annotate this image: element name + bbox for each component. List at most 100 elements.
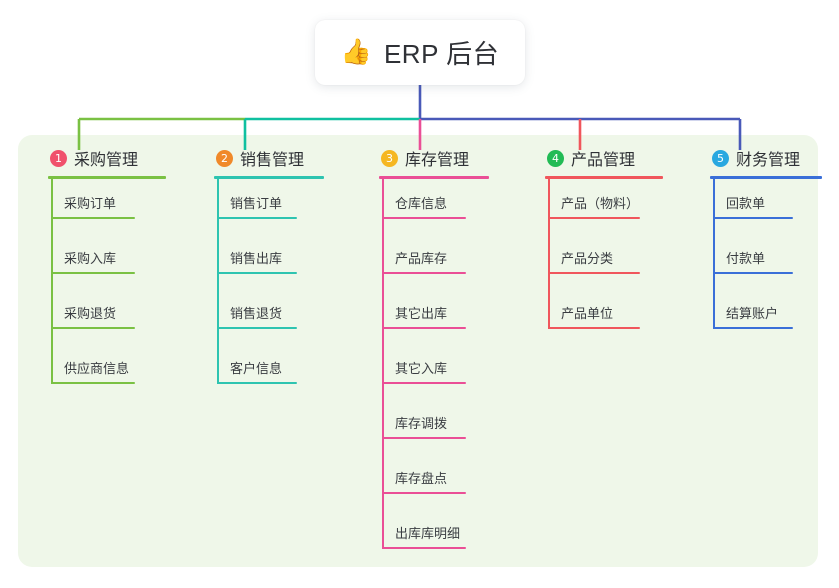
branch-item-underline [51,382,135,384]
branch-item[interactable]: 产品（物料） [527,179,675,234]
branch-item[interactable]: 销售出库 [196,234,341,289]
branch-underline [214,176,324,179]
branch-item-underline [713,217,793,219]
branch-items: 仓库信息产品库存其它出库其它入库库存调拨库存盘点出库库明细 [361,179,506,564]
branch-item-underline [382,272,466,274]
branch-header-4[interactable]: 4 产品管理 [527,146,675,170]
branch-item[interactable]: 采购订单 [30,179,180,234]
branch-item[interactable]: 产品单位 [527,289,675,344]
branch-item[interactable]: 仓库信息 [361,179,506,234]
branch-item-label: 产品分类 [561,251,614,266]
branch-item-underline [713,272,793,274]
branch-number-badge: 3 [381,149,398,167]
branch-number-badge: 1 [50,149,67,167]
branch-item-label: 库存盘点 [395,471,448,486]
branch-item-underline [713,327,793,329]
branch-item-label: 仓库信息 [395,196,448,211]
branch-item-underline [548,272,640,274]
branch-item-label: 库存调拨 [395,416,448,431]
branch-spine [217,179,219,384]
branch-item-label: 供应商信息 [64,361,130,376]
branch-item-label: 结算账户 [726,306,779,321]
branch-item[interactable]: 采购入库 [30,234,180,289]
branch-item-label: 付款单 [726,251,766,266]
branch-spine [382,179,384,549]
branch-item-label: 出库库明细 [395,526,461,541]
thumbs-up-emoji: 👍 [340,38,372,66]
branches-panel [18,135,818,567]
branch-number-badge: 5 [712,149,729,167]
branch-item[interactable]: 库存调拨 [361,399,506,454]
branch-items: 销售订单销售出库销售退货客户信息 [196,179,341,399]
branch-item[interactable]: 其它入库 [361,344,506,399]
branch-item[interactable]: 客户信息 [196,344,341,399]
branch-spine [51,179,53,384]
branch-underline [48,176,166,179]
branch-items: 产品（物料） 产品分类产品单位 [527,179,675,344]
branch-item-label: 销售订单 [230,196,283,211]
branch-item-label: 产品单位 [561,306,614,321]
branch-item[interactable]: 结算账户 [692,289,835,344]
branch-item[interactable]: 销售退货 [196,289,341,344]
branch-column-2: 2 销售管理销售订单销售出库销售退货客户信息 [196,146,341,399]
branch-item-underline [51,327,135,329]
branch-item-label: 销售退货 [230,306,283,321]
branch-item-label: 销售出库 [230,251,283,266]
branch-item-label: 采购退货 [64,306,117,321]
branch-item-underline [548,217,640,219]
branch-header-1[interactable]: 1 采购管理 [30,146,180,170]
branch-item-underline [217,217,297,219]
branch-title: 产品管理 [571,152,636,169]
branch-title: 财务管理 [736,152,801,169]
branch-item-underline [382,217,466,219]
branch-item[interactable]: 回款单 [692,179,835,234]
branch-item[interactable]: 供应商信息 [30,344,180,399]
branch-item[interactable]: 付款单 [692,234,835,289]
branch-header-2[interactable]: 2 销售管理 [196,146,341,170]
branch-item-underline [217,382,297,384]
branch-underline [710,176,822,179]
root-node[interactable]: 👍 ERP 后台 [315,20,525,85]
branch-spine [713,179,715,329]
branch-item-label: 其它出库 [395,306,448,321]
branch-item-underline [382,437,466,439]
branch-item[interactable]: 产品库存 [361,234,506,289]
branch-spine [548,179,550,329]
branch-number-badge: 4 [547,149,564,167]
branch-column-5: 5 财务管理回款单付款单结算账户 [692,146,835,344]
branch-item-label: 采购入库 [64,251,117,266]
branch-item-underline [548,327,640,329]
branch-item-underline [382,492,466,494]
branch-header-5[interactable]: 5 财务管理 [692,146,835,170]
branch-item-label: 其它入库 [395,361,448,376]
branch-underline [379,176,489,179]
branch-item[interactable]: 销售订单 [196,179,341,234]
branch-item-label: 客户信息 [230,361,283,376]
root-title: ERP 后台 [383,39,500,69]
branch-number-badge: 2 [216,149,233,167]
branch-title: 采购管理 [74,152,139,169]
branch-item[interactable]: 产品分类 [527,234,675,289]
branch-item-underline [51,217,135,219]
branch-item[interactable]: 采购退货 [30,289,180,344]
branch-item-label: 回款单 [726,196,766,211]
branch-title: 销售管理 [240,152,305,169]
branch-item-underline [217,272,297,274]
branch-item[interactable]: 其它出库 [361,289,506,344]
branch-items: 回款单付款单结算账户 [692,179,835,344]
branch-column-4: 4 产品管理产品（物料） 产品分类产品单位 [527,146,675,344]
branch-column-1: 1 采购管理采购订单采购入库采购退货供应商信息 [30,146,180,399]
branch-item[interactable]: 出库库明细 [361,509,506,564]
branch-item-underline [51,272,135,274]
branch-items: 采购订单采购入库采购退货供应商信息 [30,179,180,399]
branch-item-label: 产品库存 [395,251,448,266]
branch-item-underline [382,382,466,384]
branch-item-underline [382,547,466,549]
branch-item-label: 采购订单 [64,196,117,211]
branch-item-underline [382,327,466,329]
branch-item[interactable]: 库存盘点 [361,454,506,509]
branch-item-underline [217,327,297,329]
